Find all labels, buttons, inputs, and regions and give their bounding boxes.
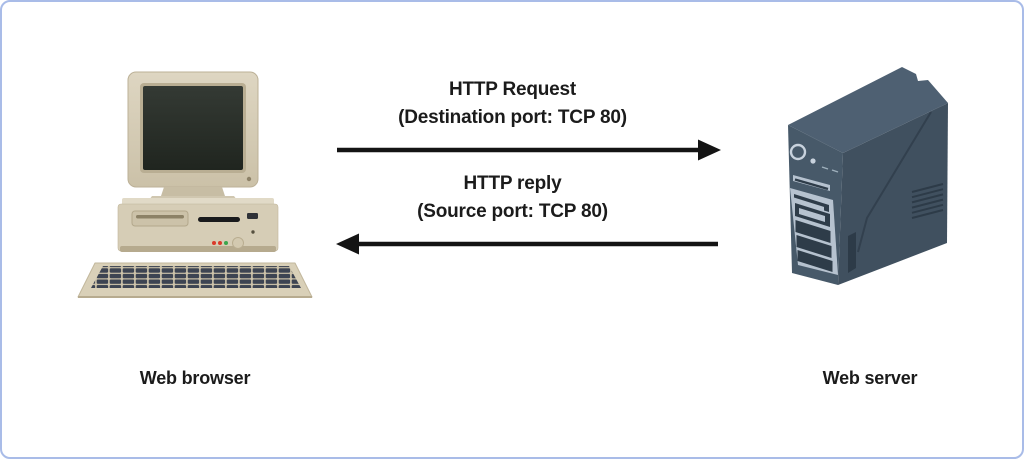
web-server-label: Web server	[822, 368, 918, 388]
http-request-title: HTTP Request	[448, 79, 577, 100]
server-power-button	[789, 143, 807, 161]
keyboard-keys	[91, 266, 301, 288]
case-led-red-1	[212, 241, 216, 245]
server-side-face	[838, 103, 948, 285]
monitor-screen	[143, 86, 243, 170]
server-tower	[788, 67, 948, 285]
http-reply-subtitle: (Source port: TCP 80)	[417, 201, 608, 222]
monitor-power-led	[246, 176, 252, 182]
server-power-led	[810, 158, 816, 164]
http-request-message: HTTP Request (Destination port: TCP 80)	[330, 76, 695, 132]
case-led-red-2	[218, 241, 222, 245]
case-led-green	[224, 241, 228, 245]
http-request-subtitle: (Destination port: TCP 80)	[398, 107, 627, 128]
side-vent-slits	[911, 183, 944, 219]
web-browser-label: Web browser	[139, 368, 251, 388]
floppy-slot	[136, 215, 184, 219]
desktop-case	[117, 198, 279, 252]
http-reply-title: HTTP reply	[463, 173, 562, 194]
http-reply-message: HTTP reply (Source port: TCP 80)	[330, 170, 695, 226]
side-panel-seam	[857, 111, 932, 253]
disk-slot	[198, 217, 240, 222]
bay-insert	[799, 208, 825, 222]
eject-button	[247, 213, 258, 219]
crt-monitor	[127, 71, 259, 188]
server-top-face	[788, 67, 948, 153]
web-server-illustration	[788, 67, 948, 285]
web-browser-illustration	[77, 71, 313, 298]
keyboard	[77, 262, 313, 298]
side-foot-slot	[848, 232, 856, 273]
front-marks	[821, 166, 839, 173]
case-power-button	[232, 237, 244, 249]
